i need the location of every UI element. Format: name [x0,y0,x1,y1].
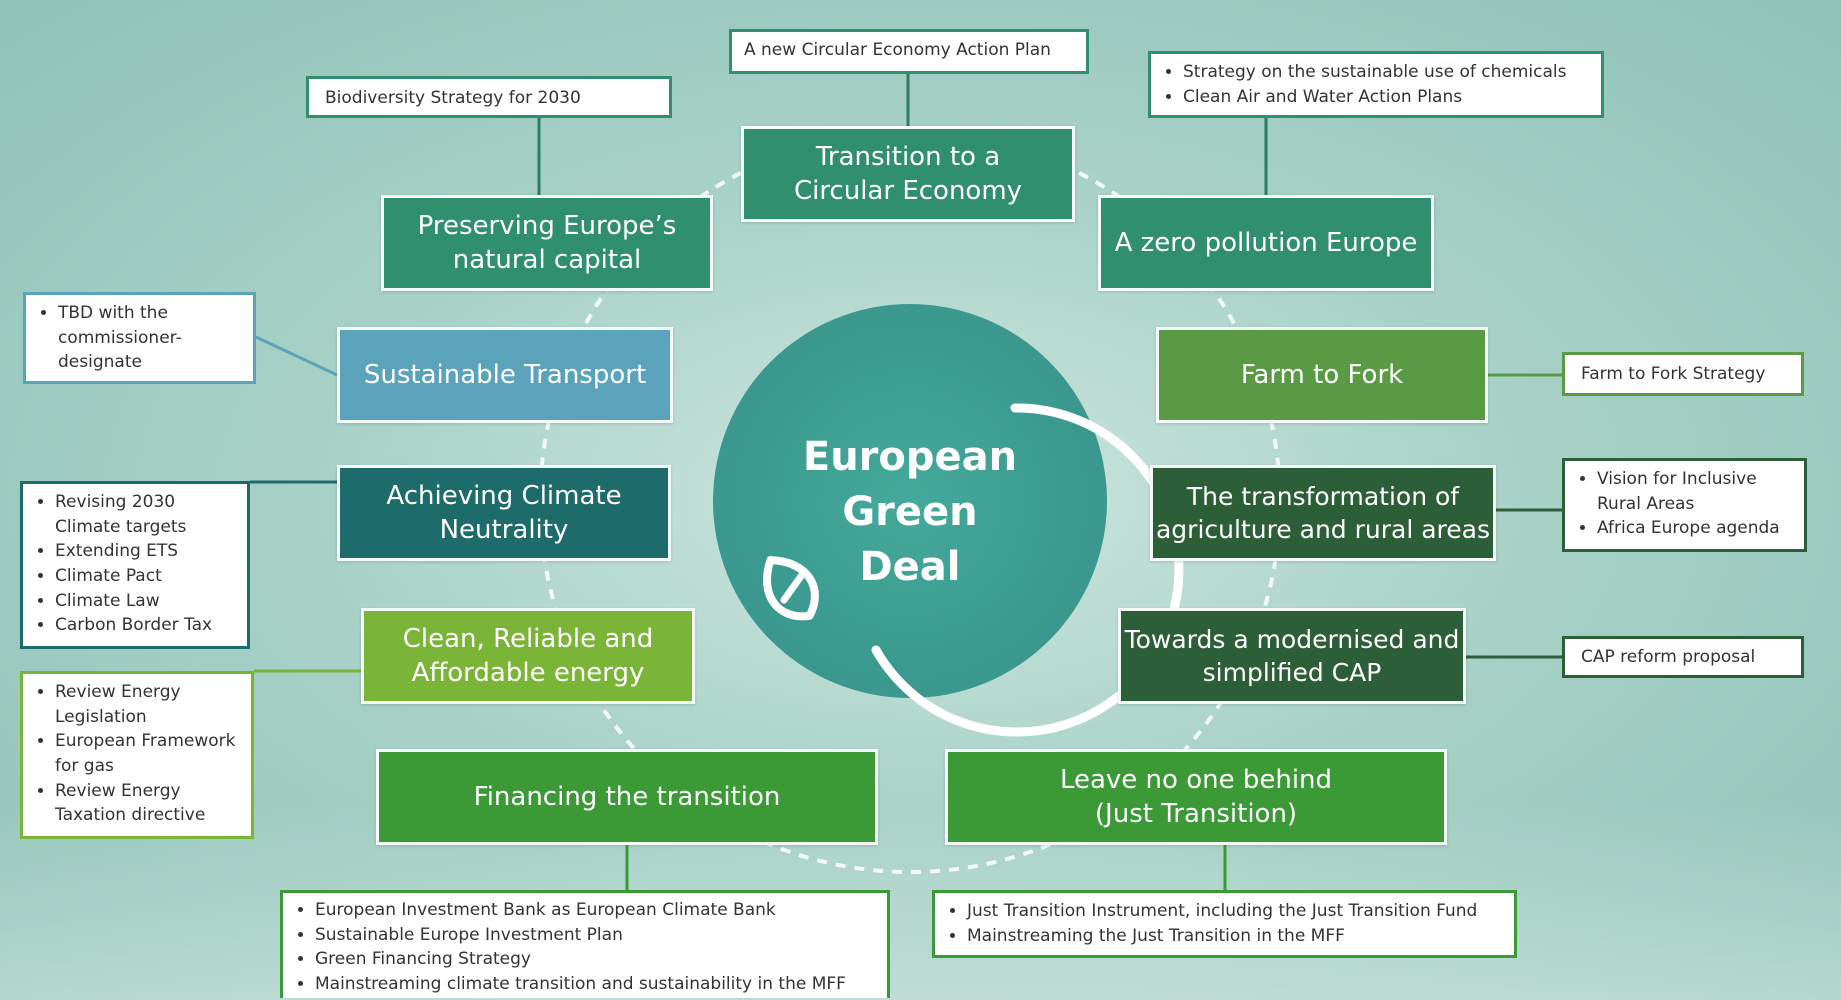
theme-zero-pollution: A zero pollution Europe [1098,195,1434,291]
note-cap: CAP reform proposal [1562,636,1804,678]
note-energy: Review Energy LegislationEuropean Framew… [20,671,254,839]
note-bullet-item: Carbon Border Tax [55,613,235,638]
note-bullet-item: European Framework for gas [55,729,239,778]
note-bullet-item: Strategy on the sustainable use of chemi… [1183,60,1589,85]
theme-modernised-cap: Towards a modernised and simplified CAP [1118,608,1466,704]
hub-title: European Green Deal [802,434,1018,590]
theme-farm-to-fork: Farm to Fork [1156,327,1488,423]
note-bullet-item: TBD with the commissioner-designate [58,301,241,375]
note-pollution: Strategy on the sustainable use of chemi… [1148,51,1604,118]
note-transport: TBD with the commissioner-designate [23,292,256,384]
note-climate: Revising 2030 Climate targetsExtending E… [20,481,250,649]
note-bullet-item: Climate Law [55,589,235,614]
theme-just-transition: Leave no one behind (Just Transition) [945,749,1447,845]
connector-transport [255,335,338,377]
note-climate-list: Revising 2030 Climate targetsExtending E… [35,490,235,638]
theme-circular-economy: Transition to a Circular Economy [741,126,1075,222]
note-bullet-item: Revising 2030 Climate targets [55,490,235,539]
theme-clean-energy: Clean, Reliable and Affordable energy [361,608,695,704]
note-circular: A new Circular Economy Action Plan [729,29,1089,74]
note-biodiversity-text: Biodiversity Strategy for 2030 [325,88,581,108]
note-bullet-item: Africa Europe agenda [1597,516,1792,541]
note-bullet-item: European Investment Bank as European Cli… [315,898,875,923]
note-circular-text: A new Circular Economy Action Plan [744,40,1051,60]
note-bullet-item: Climate Pact [55,564,235,589]
note-farm-text: Farm to Fork Strategy [1581,364,1766,384]
note-financing-list: European Investment Bank as European Cli… [295,898,875,997]
note-bullet-item: Review Energy Taxation directive [55,779,239,828]
note-agri-list: Vision for Inclusive Rural AreasAfrica E… [1577,467,1792,541]
note-leave-list: Just Transition Instrument, including th… [947,899,1502,948]
note-bullet-item: Vision for Inclusive Rural Areas [1597,467,1792,516]
note-bullet-item: Mainstreaming climate transition and sus… [315,972,875,997]
note-cap-text: CAP reform proposal [1581,647,1756,667]
note-energy-list: Review Energy LegislationEuropean Framew… [35,680,239,828]
note-bullet-item: Review Energy Legislation [55,680,239,729]
note-bullet-item: Extending ETS [55,539,235,564]
note-agri: Vision for Inclusive Rural AreasAfrica E… [1562,458,1807,552]
note-bullet-item: Mainstreaming the Just Transition in the… [967,924,1502,949]
note-bullet-item: Just Transition Instrument, including th… [967,899,1502,924]
note-bullet-item: Clean Air and Water Action Plans [1183,85,1589,110]
theme-sustainable-transport: Sustainable Transport [337,327,673,423]
theme-climate-neutrality: Achieving Climate Neutrality [337,465,671,561]
theme-financing: Financing the transition [376,749,878,845]
leaf-icon [763,556,819,621]
note-transport-list: TBD with the commissioner-designate [38,301,241,375]
theme-agriculture-transformation: The transformation of agriculture and ru… [1150,465,1496,561]
note-biodiversity: Biodiversity Strategy for 2030 [306,76,672,118]
note-bullet-item: Green Financing Strategy [315,947,875,972]
note-leave: Just Transition Instrument, including th… [932,890,1517,958]
theme-natural-capital: Preserving Europe’s natural capital [381,195,713,291]
note-bullet-item: Sustainable Europe Investment Plan [315,923,875,948]
note-financing: European Investment Bank as European Cli… [280,890,890,998]
hub-circle [713,304,1107,698]
note-farm: Farm to Fork Strategy [1562,352,1804,396]
note-pollution-list: Strategy on the sustainable use of chemi… [1163,60,1589,109]
